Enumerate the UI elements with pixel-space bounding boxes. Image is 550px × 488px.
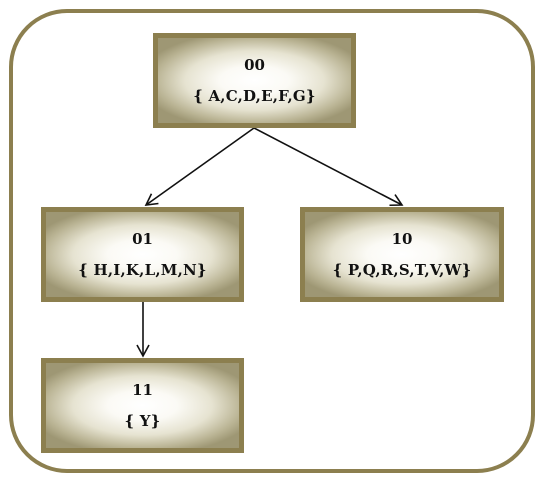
node-11-members: { Y} bbox=[124, 411, 161, 430]
node-11-code: 11 bbox=[132, 380, 153, 399]
node-00-code: 00 bbox=[244, 55, 265, 74]
node-00-members: { A,C,D,E,F,G} bbox=[193, 86, 316, 105]
node-10-members: { P,Q,R,S,T,V,W} bbox=[332, 260, 472, 279]
node-10: 10 { P,Q,R,S,T,V,W} bbox=[300, 207, 504, 302]
node-01-code: 01 bbox=[132, 229, 153, 248]
node-01: 01 { H,I,K,L,M,N} bbox=[41, 207, 244, 302]
node-00: 00 { A,C,D,E,F,G} bbox=[153, 33, 356, 128]
node-11: 11 { Y} bbox=[41, 358, 244, 453]
node-10-code: 10 bbox=[391, 229, 413, 248]
node-01-members: { H,I,K,L,M,N} bbox=[78, 260, 207, 279]
